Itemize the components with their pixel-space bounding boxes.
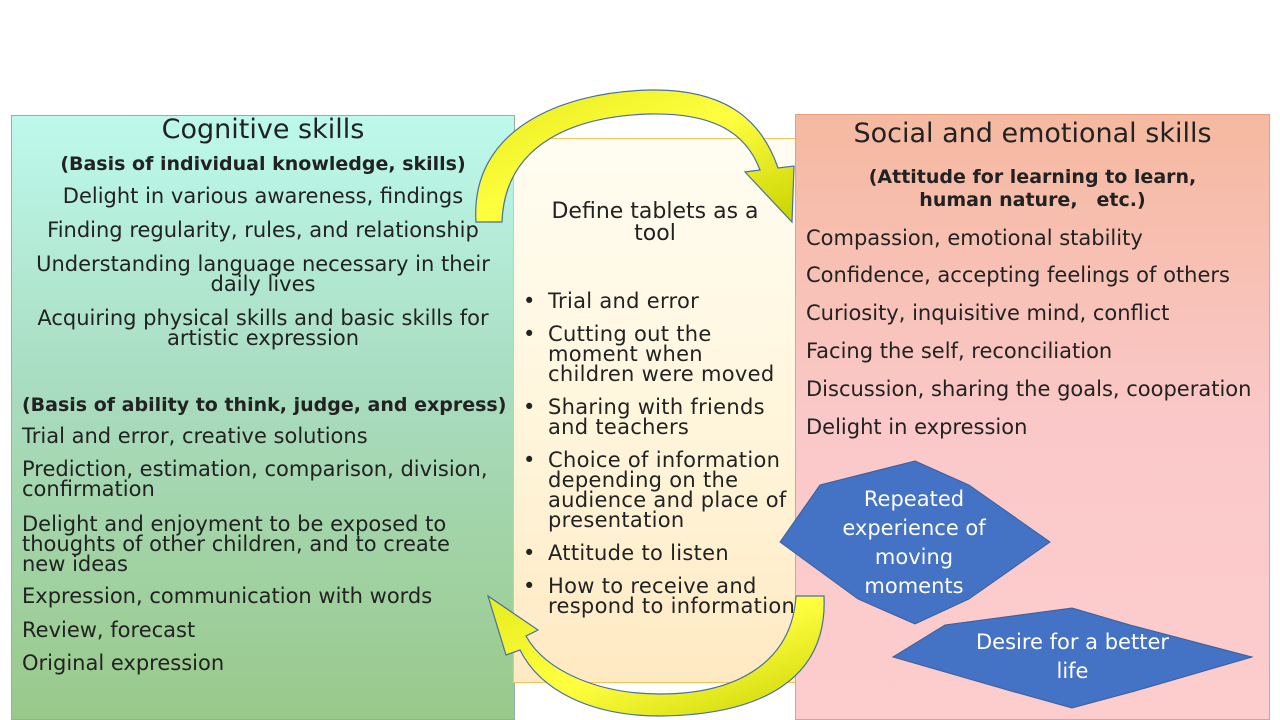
cognitive-skills-title: Cognitive skills: [161, 114, 365, 145]
tablet-bullet-6: How to receive and respond to informatio…: [514, 576, 796, 617]
cognitive-item-6: Prediction, estimation, comparison, divi…: [22, 457, 488, 501]
social-item-5: Discussion, sharing the goals, cooperati…: [806, 377, 1252, 401]
social-emotional-title: Social and emotional skills: [853, 118, 1212, 149]
tablet-bullet-2: Cutting out the moment when children wer…: [514, 324, 796, 385]
cognitive-item-1: Delight in various awareness, findings: [62, 184, 464, 208]
cognitive-subtitle-1: (Basis of individual knowledge, skills): [60, 153, 466, 175]
banner-text: Desire for a better life: [976, 630, 1169, 683]
tablet-tool-title: Define tablets as a tool: [551, 199, 759, 246]
cognitive-item-4: Acquiring physical skills and basic skil…: [37, 306, 489, 350]
cognitive-item-5: Trial and error, creative solutions: [22, 424, 368, 448]
cognitive-item-8: Expression, communication with words: [22, 584, 433, 608]
tablet-bullet-3: Sharing with friends and teachers: [514, 397, 796, 438]
cognitive-item-10: Original expression: [22, 651, 225, 675]
banner-shape: [891, 607, 1254, 709]
tablet-tool-list: Trial and error Cutting out the moment w…: [514, 291, 796, 629]
cognitive-skills-panel: [11, 115, 515, 720]
tablet-bullet-1: Trial and error: [514, 291, 796, 312]
starburst-shape: [779, 460, 1051, 625]
social-emotional-subtitle: (Attitude for learning to learn, human n…: [868, 166, 1197, 211]
cognitive-item-2: Finding regularity, rules, and relations…: [47, 218, 479, 242]
social-item-6: Delight in expression: [806, 415, 1028, 439]
cognitive-subtitle-2: (Basis of ability to think, judge, and e…: [22, 394, 507, 416]
bottom-curved-arrow-icon: [486, 594, 825, 717]
tablet-bullet-5: Attitude to listen: [514, 543, 796, 564]
cognitive-item-3: Understanding language necessary in thei…: [36, 252, 490, 296]
tablet-bullet-4: Choice of information depending on the a…: [514, 450, 796, 531]
cognitive-item-7: Delight and enjoyment to be exposed to t…: [22, 512, 450, 576]
top-curved-arrow-icon: [475, 89, 795, 224]
social-item-2: Confidence, accepting feelings of others: [806, 263, 1230, 287]
social-item-1: Compassion, emotional stability: [806, 226, 1143, 250]
social-item-4: Facing the self, reconciliation: [806, 339, 1113, 363]
starburst-text: Repeated experience of moving moments: [842, 487, 986, 598]
social-item-3: Curiosity, inquisitive mind, conflict: [806, 301, 1170, 325]
cognitive-item-9: Review, forecast: [22, 618, 196, 642]
